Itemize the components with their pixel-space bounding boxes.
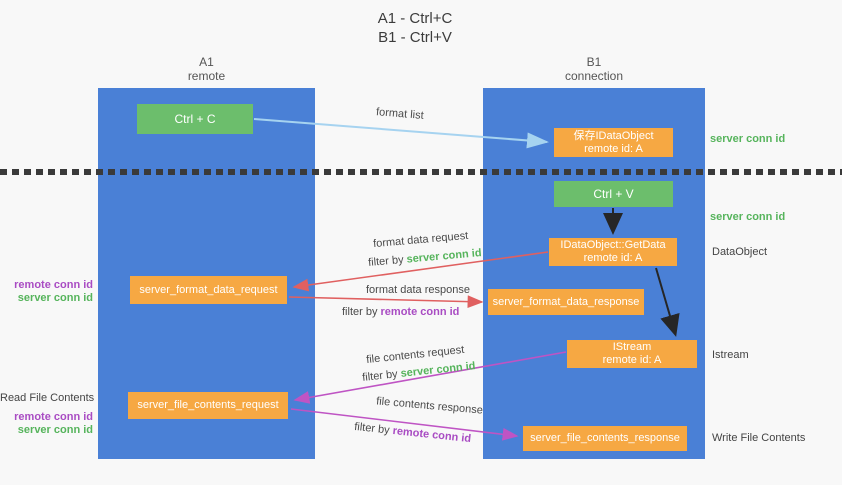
column-b1-role: connection — [564, 69, 624, 83]
server-file-contents-request-label: server_file_contents_request — [137, 399, 279, 411]
diagram-title: A1 - Ctrl+C B1 - Ctrl+V — [295, 9, 535, 47]
filter-by-text: filter by — [342, 306, 378, 318]
getdata-line2: remote id: A — [583, 252, 643, 264]
column-header-b1: B1 connection — [483, 55, 705, 83]
format-data-response-filter-label: filter by remote conn id — [342, 306, 459, 318]
server-conn-id-annotation-left-top: server conn id — [17, 292, 93, 304]
ctrl-v-label: Ctrl + V — [593, 186, 634, 201]
format-list-label: format list — [375, 106, 425, 122]
arrow-format-data-response — [288, 295, 484, 309]
filter-by-text: filter by — [367, 253, 405, 269]
save-idataobject-box: 保存IDataObject remote id: A — [554, 128, 673, 157]
istream-line1: IStream — [612, 341, 652, 353]
istream-annotation: Istream — [712, 349, 749, 361]
column-a1-role: remote — [187, 69, 226, 83]
dataobject-annotation: DataObject — [712, 246, 768, 258]
ctrl-v-box: Ctrl + V — [554, 181, 673, 207]
read-file-contents-annotation: Read File Contents — [0, 392, 95, 404]
server-file-contents-response-label: server_file_contents_response — [530, 432, 680, 444]
server-conn-id-annotation-left-bottom: server conn id — [17, 424, 93, 436]
server-format-data-request-box: server_format_data_request — [130, 276, 287, 304]
format-data-request-filter-label: filter by server conn id — [368, 247, 482, 269]
server-conn-id-highlight: server conn id — [400, 360, 477, 380]
istream-box: IStream remote id: A — [567, 340, 697, 368]
server-file-contents-response-box: server_file_contents_response — [523, 426, 687, 451]
server-format-data-response-label: server_format_data_response — [492, 295, 640, 308]
ctrl-c-box: Ctrl + C — [137, 104, 253, 134]
server-conn-id-annotation-mid: server conn id — [710, 211, 786, 223]
ctrl-c-label: Ctrl + C — [174, 111, 216, 126]
title-line-2: B1 - Ctrl+V — [378, 29, 452, 46]
save-idataobject-line2: remote id: A — [584, 142, 643, 155]
remote-conn-id-highlight: remote conn id — [392, 424, 472, 446]
copy-paste-divider-dotted-line — [0, 169, 842, 175]
title-line-1: A1 - Ctrl+C — [377, 10, 453, 27]
file-contents-response-filter-label: filter by remote conn id — [354, 421, 472, 445]
write-file-contents-annotation: Write File Contents — [712, 432, 806, 444]
server-conn-id-annotation-top: server conn id — [710, 133, 786, 145]
filter-by-text: filter by — [361, 368, 399, 384]
server-format-data-request-label: server_format_data_request — [139, 283, 278, 296]
format-data-request-label: format data request — [372, 229, 469, 251]
remote-conn-id-annotation-left-bottom: remote conn id — [14, 411, 93, 423]
server-file-contents-request-box: server_file_contents_request — [128, 392, 288, 419]
server-format-data-response-box: server_format_data_response — [488, 289, 644, 315]
remote-conn-id-highlight: remote conn id — [380, 306, 460, 318]
file-contents-response-label: file contents response — [375, 395, 484, 417]
save-idataobject-line1: 保存IDataObject — [573, 129, 654, 142]
filter-by-text: filter by — [353, 420, 391, 437]
column-b1-name: B1 — [586, 55, 602, 69]
format-data-response-label: format data response — [366, 284, 470, 296]
idataobject-getdata-box: IDataObject::GetData remote id: A — [549, 238, 677, 266]
server-conn-id-highlight: server conn id — [406, 247, 483, 266]
column-a1-name: A1 — [199, 55, 214, 69]
getdata-line1: IDataObject::GetData — [560, 239, 666, 251]
remote-conn-id-annotation-left-top: remote conn id — [14, 279, 93, 291]
istream-line2: remote id: A — [602, 354, 662, 366]
column-header-a1: A1 remote — [98, 55, 315, 83]
